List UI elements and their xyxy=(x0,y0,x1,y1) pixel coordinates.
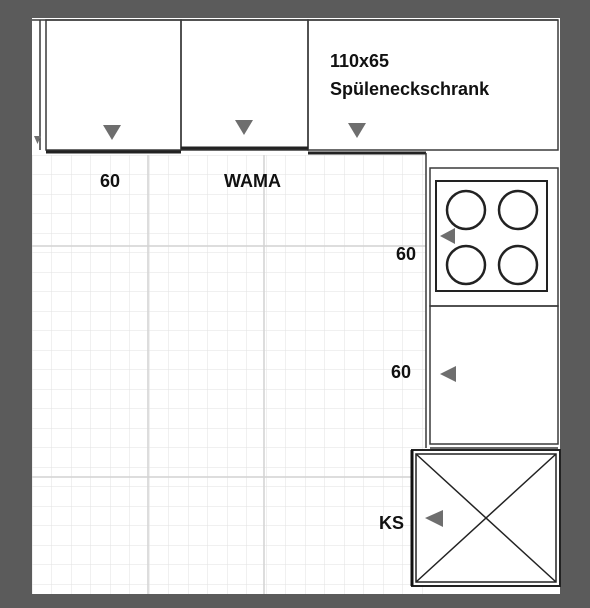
arrow-down-icon xyxy=(34,136,41,144)
label-washing-machine: WAMA xyxy=(224,171,281,191)
hob-burner xyxy=(445,189,487,231)
hob-burner xyxy=(497,244,539,286)
hob-frame xyxy=(435,180,548,292)
label-fridge: KS xyxy=(379,513,405,533)
label-sink-corner-name: Spüleneckschrank xyxy=(330,79,490,99)
right-cabinet-column xyxy=(425,153,559,449)
top-cabinet-row xyxy=(32,19,559,151)
floor-grid-major-lines xyxy=(32,155,426,594)
arrow-left-icon xyxy=(425,510,443,527)
arrow-left-icon xyxy=(440,366,456,382)
arrow-down-icon xyxy=(235,120,253,135)
label-cabinet-60-top: 60 xyxy=(100,171,121,191)
arrow-down-icon xyxy=(348,123,366,138)
label-sink-corner-size: 110x65 xyxy=(330,51,390,71)
door-arrows xyxy=(34,120,456,527)
hob xyxy=(435,180,548,292)
label-cabinet-60-right: 60 xyxy=(391,362,412,382)
fridge xyxy=(410,449,561,587)
counter-edges xyxy=(46,146,426,155)
cabinet-60-right xyxy=(429,305,559,445)
hob-burner xyxy=(445,244,487,286)
hob-burner xyxy=(497,189,539,231)
arrow-down-icon xyxy=(103,125,121,140)
label-cabinet-hob: 60 xyxy=(396,244,417,264)
floor-grid xyxy=(32,155,426,594)
arrow-left-icon xyxy=(440,228,455,244)
